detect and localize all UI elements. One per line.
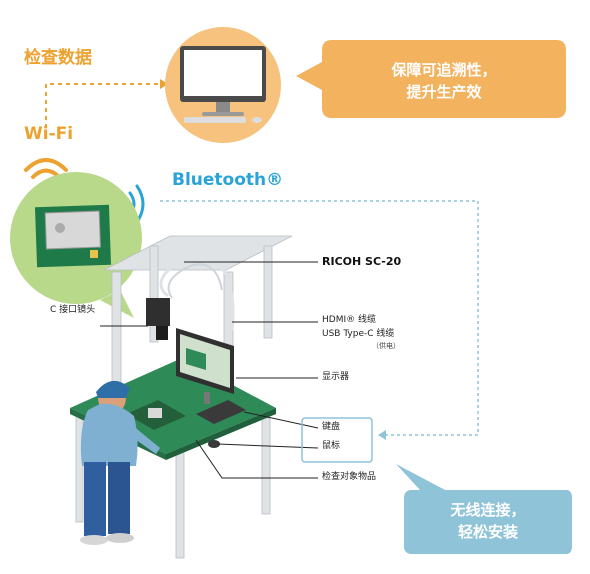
hdmi-cable <box>159 256 235 331</box>
traceability-line-1: 保障可追溯性， <box>391 61 497 79</box>
bluetooth-arrow-head <box>378 430 386 440</box>
traceability-line-2: 提升生产效 <box>406 82 482 101</box>
keyboard-device <box>196 400 246 424</box>
keyboard-label: 键盘 <box>322 422 341 432</box>
leader-lines <box>100 261 319 479</box>
c-lens-label: C 接口镜头 <box>50 305 96 315</box>
data-arrow-head <box>160 79 168 89</box>
traceability-text: 保障可追溯性， 提升生产效 <box>322 60 566 104</box>
bluetooth-label: Bluetooth® <box>172 170 284 190</box>
usb-cable <box>167 263 223 299</box>
monitor-label: 显示器 <box>322 372 350 382</box>
wifi-label: Wi-Fi <box>24 124 74 144</box>
wireless-text: 无线连接， 轻松安装 <box>404 500 572 544</box>
workbench-frame <box>75 235 293 559</box>
bench-edge-right <box>166 408 276 460</box>
usb-label: USB Type-C 线缆 <box>322 329 395 339</box>
camera-ricoh-sc20 <box>146 298 170 340</box>
input-devices-box <box>301 417 373 463</box>
inspected-board <box>126 400 186 430</box>
ricoh-label: RICOH SC-20 <box>322 255 402 268</box>
mouse-label: 鼠标 <box>322 441 341 451</box>
wireless-line-2: 轻松安装 <box>457 522 518 541</box>
monitor-device <box>176 328 234 404</box>
computer-icon <box>180 46 266 123</box>
worker-figure <box>80 380 160 545</box>
mouse-device <box>208 440 220 448</box>
wireless-callout-body <box>404 490 572 554</box>
power-label: （供电） <box>372 342 400 350</box>
wireless-line-1: 无线连接， <box>450 501 526 519</box>
bluetooth-flow-line <box>160 200 479 436</box>
inspected-item-label: 检查对象物品 <box>322 472 377 482</box>
traceability-callout <box>296 40 566 118</box>
data-flow-line <box>45 83 160 128</box>
wifi-module-board <box>34 204 112 268</box>
check-data-label: 检查数据 <box>24 48 92 68</box>
hdmi-label: HDMI® 线缆 <box>322 315 376 325</box>
